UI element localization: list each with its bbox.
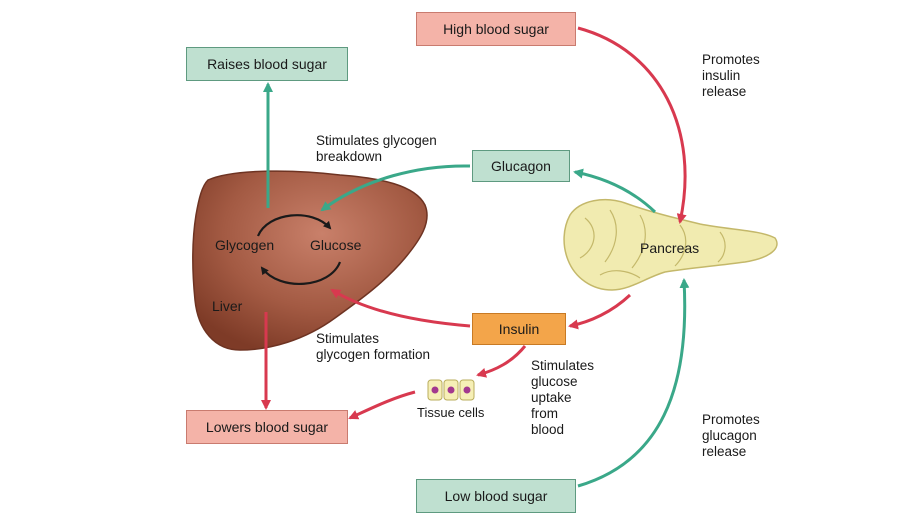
arrow-glucagon-to-liver (320, 164, 471, 212)
pancreas-label: Pancreas (640, 240, 700, 256)
annotation-line: blood (531, 422, 565, 437)
arrow-insulin-to-tissue-cells (476, 345, 527, 378)
annotation-line: uptake (531, 390, 572, 405)
annotation-line: breakdown (316, 149, 383, 164)
tissue-cells-label: Tissue cells (417, 405, 485, 420)
arrow-pancreas-to-insulin (568, 293, 632, 330)
stimulates-glucose-uptake-label: Stimulates glucose uptake from blood (531, 358, 594, 438)
annotation-line: Promotes (702, 412, 760, 427)
liver-label: Liver (212, 298, 243, 314)
liver-illustration (192, 170, 428, 351)
annotation-line: glycogen formation (316, 347, 431, 362)
annotation-line: Promotes (702, 52, 760, 67)
glycogen-label: Glycogen (215, 237, 275, 253)
annotation-line: Stimulates glycogen (316, 133, 437, 148)
arrow-tissue-cells-to-lowers (348, 390, 416, 420)
low-blood-sugar-box: Low blood sugar (416, 479, 576, 513)
stimulates-glycogen-breakdown-label: Stimulates glycogen breakdown (316, 133, 437, 165)
high-blood-sugar-box: High blood sugar (416, 12, 576, 46)
stimulates-glycogen-formation-label: Stimulates glycogen formation (316, 331, 430, 363)
arrow-high-sugar-to-pancreas (577, 26, 687, 224)
cycle-arrow-bottom (260, 261, 342, 286)
annotation-line: release (702, 84, 747, 99)
annotation-line: glucagon (702, 428, 757, 443)
glucagon-box: Glucagon (472, 150, 570, 182)
arrow-low-sugar-to-pancreas (577, 278, 690, 488)
arrow-pancreas-to-glucagon (573, 168, 657, 214)
annotation-line: from (531, 406, 558, 421)
insulin-box: Insulin (472, 313, 566, 345)
annotation-line: release (702, 444, 747, 459)
promotes-insulin-release-label: Promotes insulin release (702, 52, 760, 100)
raises-blood-sugar-box: Raises blood sugar (186, 47, 348, 81)
annotation-line: Stimulates (316, 331, 380, 346)
annotation-line: Stimulates (531, 358, 595, 373)
tissue-cells-illustration (427, 379, 475, 401)
annotation-line: insulin (702, 68, 741, 83)
promotes-glucagon-release-label: Promotes glucagon release (702, 412, 760, 460)
annotation-line: glucose (531, 374, 578, 389)
cycle-arrow-top (256, 214, 332, 237)
glucose-label: Glucose (310, 237, 362, 253)
arrow-insulin-to-liver (330, 288, 471, 328)
pancreas-illustration (563, 198, 778, 291)
lowers-blood-sugar-box: Lowers blood sugar (186, 410, 348, 444)
